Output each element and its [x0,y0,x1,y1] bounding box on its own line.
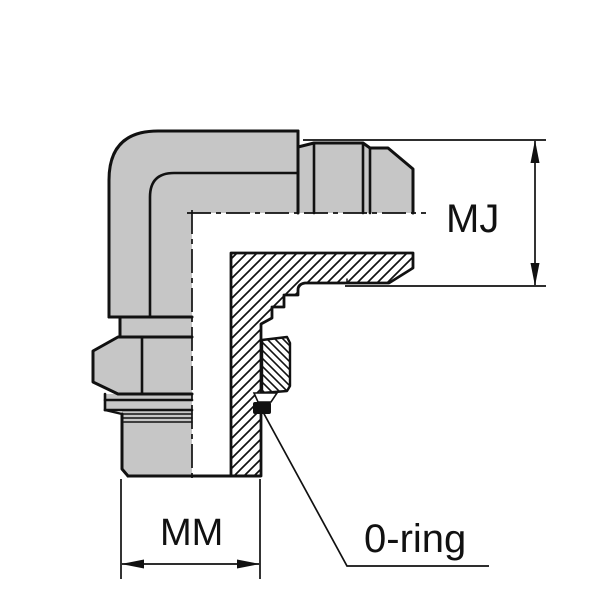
washer [105,394,192,410]
hex-nut-outline [91,335,194,396]
mm-arrow-right-icon [237,559,260,569]
label-mj: MJ [446,197,499,241]
stem-neck [120,317,192,337]
mj-arrow-down-icon [530,263,540,286]
dimension-mm [120,479,261,579]
elbow-inner-bend-line [148,171,300,319]
oring-callout [262,411,489,567]
label-mm: MM [160,512,223,554]
centerlines [187,210,426,478]
mm-arrow-left-icon [121,559,144,569]
locknut-section-hatch [260,335,292,395]
washer-seat [252,392,279,403]
mj-arrow-up-icon [530,140,540,163]
elbow-outer-edge [107,129,300,319]
dimension-mj [303,139,546,287]
oring-leader-line [262,411,489,567]
body-outlines [91,129,415,478]
mj-male-end [298,143,413,213]
body-section-hatch [229,251,415,478]
section-cut [229,251,415,478]
o-ring [253,402,271,414]
mm-thread-end [122,410,192,476]
label-o-ring: 0-ring [364,517,466,561]
washer-step-edge [103,408,124,416]
mm-left-edge [120,412,130,478]
